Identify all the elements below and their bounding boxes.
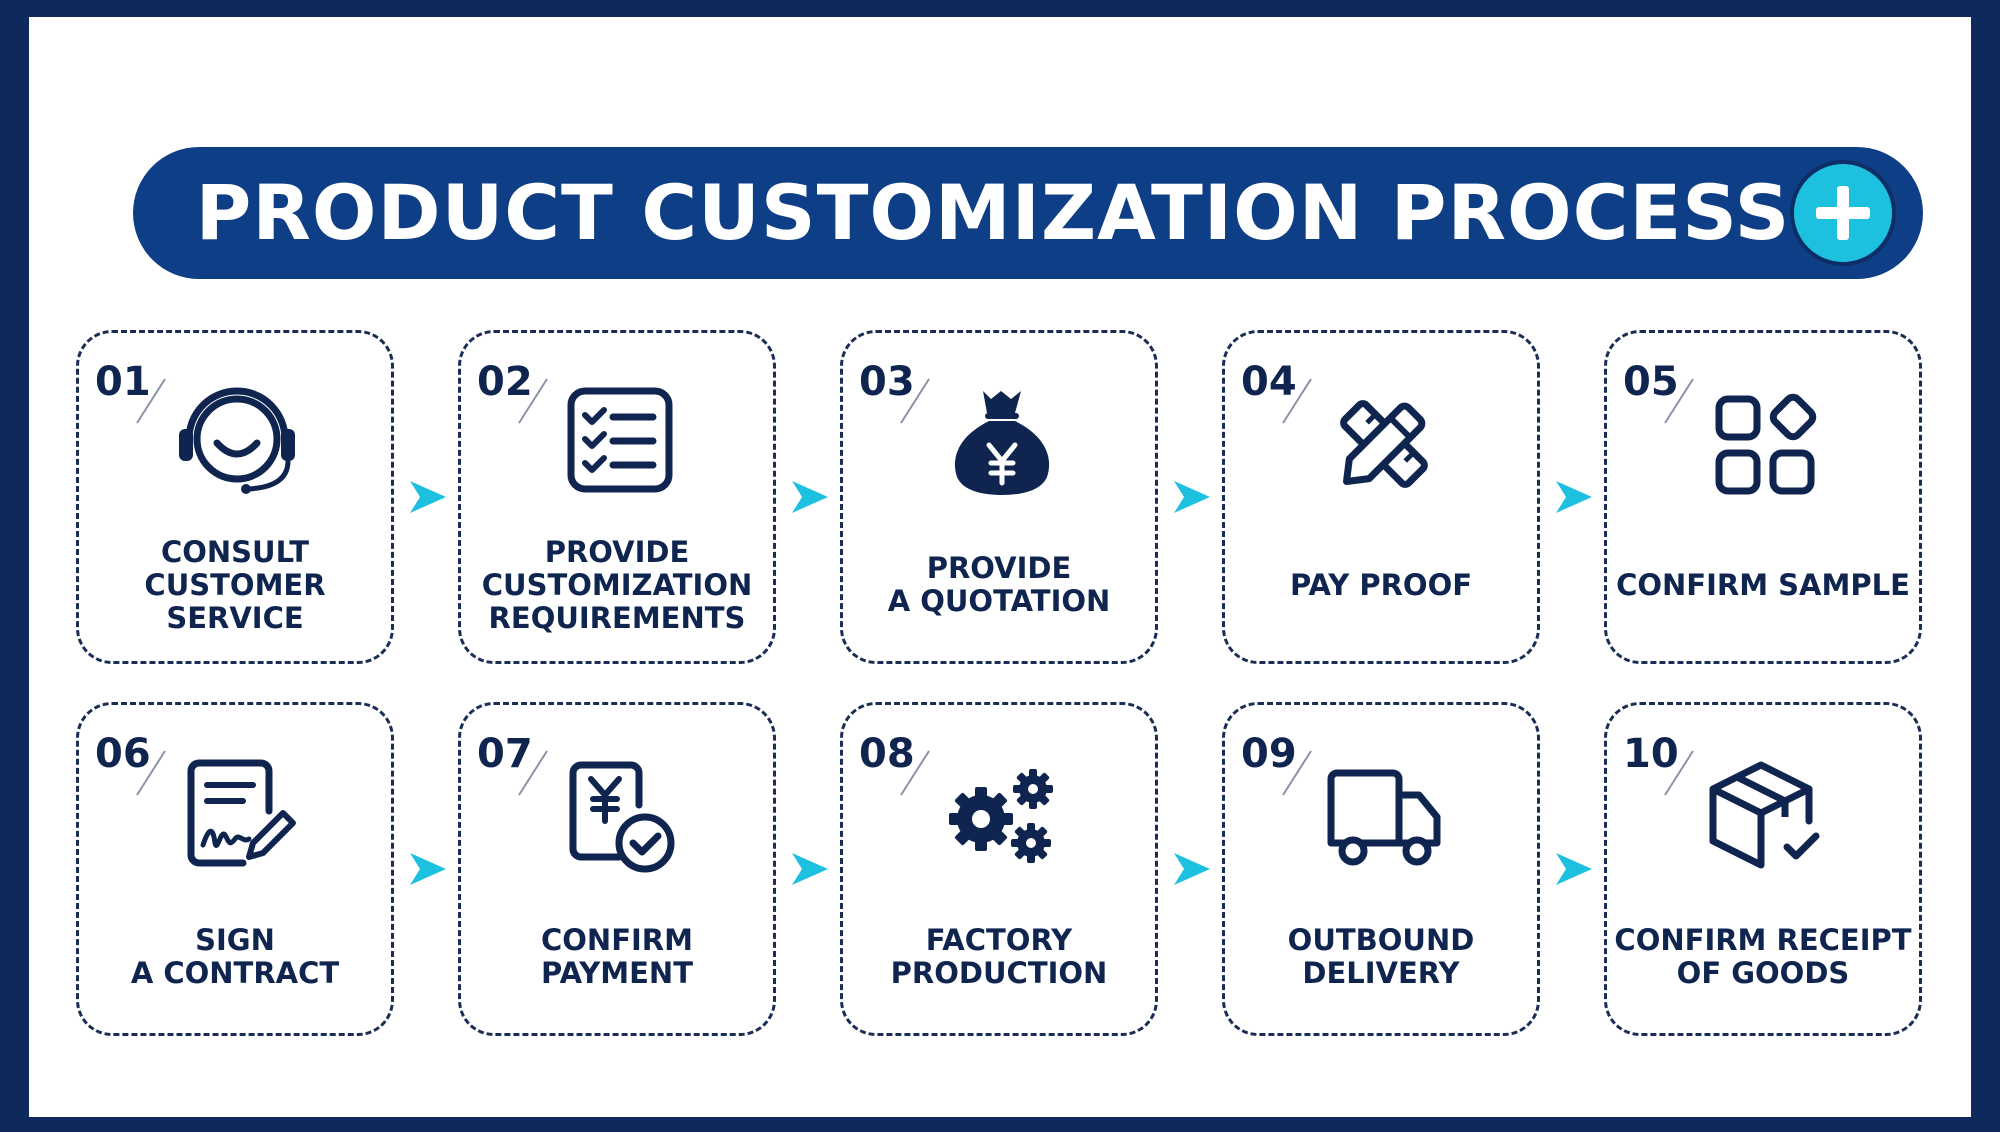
page-title: PRODUCT CUSTOMIZATION PROCESS (195, 168, 1791, 257)
step-label: PROVIDE A QUOTATION (887, 551, 1111, 618)
package-check-icon (1709, 761, 1820, 869)
headset-icon (179, 387, 295, 494)
plus-button[interactable] (1790, 160, 1896, 266)
slash-divider (1282, 378, 1312, 424)
pencil-ruler-icon (1340, 400, 1428, 488)
step-number: 04 (1241, 359, 1297, 405)
plus-icon (1816, 186, 1870, 240)
slash-divider (900, 378, 930, 424)
step-label: PROVIDE CUSTOMIZATION REQUIREMENTS (481, 534, 753, 635)
step-number: 10 (1623, 731, 1679, 777)
title-banner: PRODUCT CUSTOMIZATION PROCESS (133, 147, 1923, 279)
step-card-09: 09 OUTBOUND DELIVERY (1222, 702, 1540, 1036)
gears-icon (949, 769, 1053, 863)
step-number: 03 (859, 359, 915, 405)
step-label: CONFIRM SAMPLE (1616, 567, 1910, 602)
arrow-right-icon (1556, 481, 1592, 513)
arrow-right-icon (1556, 853, 1592, 885)
step-card-10: 10 CONFIRM RECEIPT OF GOODS (1604, 702, 1922, 1036)
step-label: CONFIRM RECEIPT OF GOODS (1614, 923, 1912, 990)
step-number: 09 (1241, 731, 1297, 777)
checklist-icon (567, 387, 673, 493)
page-frame: PRODUCT CUSTOMIZATION PROCESS 01 CONSULT… (29, 17, 1971, 1117)
step-label: CONSULT CUSTOMER SERVICE (144, 534, 326, 635)
truck-icon (1327, 769, 1441, 866)
step-card-06: 06 SIGN A CONTRACT (76, 702, 394, 1036)
step-card-05: 05 CONFIRM SAMPLE (1604, 330, 1922, 664)
step-card-08: 08 FACTORY (840, 702, 1158, 1036)
step-number: 02 (477, 359, 533, 405)
step-label: OUTBOUND DELIVERY (1287, 923, 1475, 990)
step-number: 05 (1623, 359, 1679, 405)
slash-divider (1282, 750, 1312, 796)
arrow-right-icon (1174, 481, 1210, 513)
arrow-right-icon (410, 481, 446, 513)
step-card-03: 03 PROVIDE A QUOTATION (840, 330, 1158, 664)
step-card-02: 02 PROVIDE CUSTOMIZATION REQUIREMENTS (458, 330, 776, 664)
payment-check-icon (569, 761, 675, 873)
arrow-right-icon (792, 481, 828, 513)
step-number: 01 (95, 359, 151, 405)
slash-divider (1664, 378, 1694, 424)
arrow-right-icon (1174, 853, 1210, 885)
arrow-right-icon (792, 853, 828, 885)
step-number: 06 (95, 731, 151, 777)
slash-divider (518, 750, 548, 796)
slash-divider (518, 378, 548, 424)
step-label: PAY PROOF (1289, 567, 1473, 602)
step-label: CONFIRM PAYMENT (541, 923, 693, 990)
step-card-04: 04 PAY PROOF (1222, 330, 1540, 664)
slash-divider (136, 378, 166, 424)
money-bag-icon (954, 391, 1050, 495)
contract-signature-icon (187, 759, 296, 867)
slash-divider (136, 750, 166, 796)
step-number: 07 (477, 731, 533, 777)
step-label: SIGN A CONTRACT (130, 923, 340, 990)
slash-divider (900, 750, 930, 796)
step-card-01: 01 CONSULT CUSTOMER SERVICE (76, 330, 394, 664)
slash-divider (1664, 750, 1694, 796)
step-label: FACTORY PRODUCTION (890, 923, 1108, 990)
step-card-07: 07 CONFIRM PAYMENT (458, 702, 776, 1036)
apps-grid-icon (1715, 393, 1817, 495)
arrow-right-icon (410, 853, 446, 885)
step-number: 08 (859, 731, 915, 777)
